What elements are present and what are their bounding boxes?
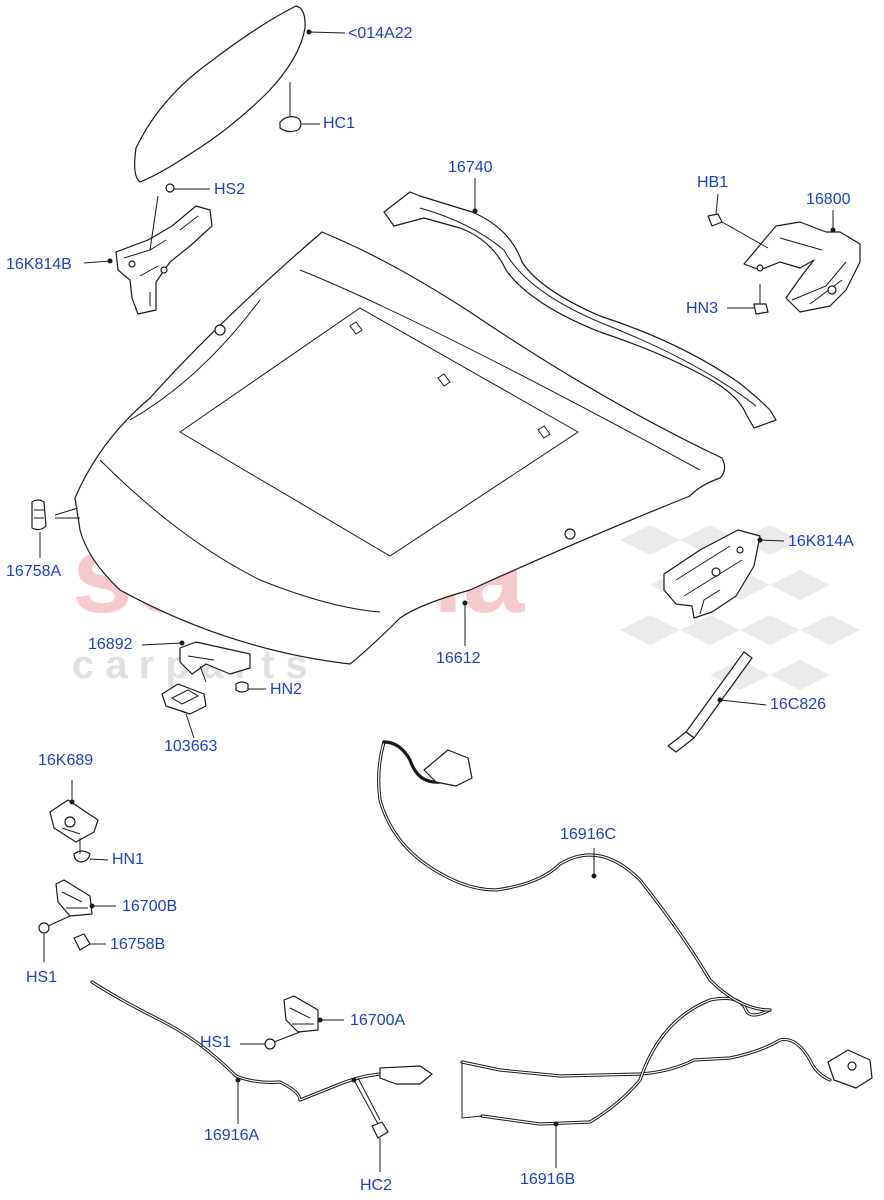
callout-16916a[interactable]: 16916A — [204, 1127, 260, 1144]
gas-strut — [667, 651, 767, 753]
callout-hs1-left[interactable]: HS1 — [26, 969, 58, 986]
hood-hinge-left — [83, 183, 213, 315]
callout-hs2[interactable]: HS2 — [214, 181, 246, 198]
callout-16800[interactable]: 16800 — [806, 191, 851, 208]
callout-hn3[interactable]: HN3 — [686, 300, 719, 317]
callout-16916c[interactable]: 16916C — [560, 826, 617, 843]
callout-hc2[interactable]: HC2 — [360, 1177, 393, 1194]
callout-16700a[interactable]: 16700A — [350, 1012, 406, 1029]
latch-support-bracket — [49, 780, 109, 863]
hood-seal — [383, 178, 777, 429]
callout-16758b[interactable]: 16758B — [110, 936, 166, 953]
callout-hn2[interactable]: HN2 — [270, 681, 303, 698]
callout-hb1[interactable]: HB1 — [697, 174, 729, 191]
callout-hc1[interactable]: HC1 — [323, 115, 356, 132]
callout-16k689[interactable]: 16K689 — [38, 752, 94, 769]
release-cables — [90, 740, 873, 1172]
callout-16758a[interactable]: 16758A — [6, 563, 62, 580]
callout-014a22[interactable]: <014A22 — [348, 25, 413, 42]
callout-16916b[interactable]: 16916B — [520, 1171, 576, 1188]
callout-16612[interactable]: 16612 — [436, 650, 481, 667]
hood-panel — [54, 231, 726, 665]
callout-hn1[interactable]: HN1 — [112, 851, 145, 868]
callout-16700b[interactable]: 16700B — [122, 898, 178, 915]
callout-hs1-mid[interactable]: HS1 — [200, 1034, 232, 1051]
callout-16740[interactable]: 16740 — [448, 159, 493, 176]
release-lever-bracket-left — [38, 879, 116, 962]
callout-103663[interactable]: 103663 — [164, 738, 218, 755]
hood-latch — [663, 529, 785, 619]
release-lever-bracket-right — [240, 995, 344, 1050]
callout-16c826[interactable]: 16C826 — [770, 696, 827, 713]
callout-16k814b[interactable]: 16K814B — [6, 256, 72, 273]
hood-hinge-right — [707, 193, 861, 315]
hood-insulation-pad — [134, 5, 346, 183]
bump-stop-left — [31, 499, 47, 558]
callout-16892[interactable]: 16892 — [88, 636, 133, 653]
latch-bracket — [141, 640, 266, 739]
callout-16k814a[interactable]: 16K814A — [788, 533, 854, 550]
